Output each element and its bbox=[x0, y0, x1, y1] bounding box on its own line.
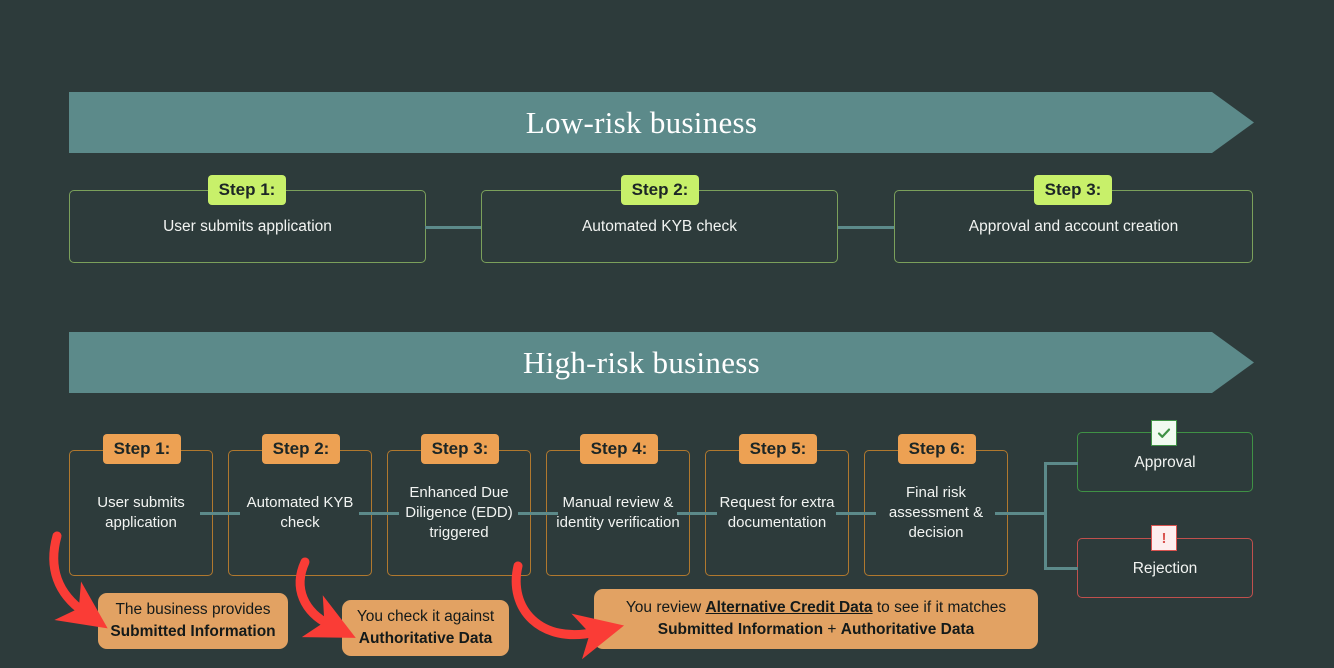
lowrisk-step-1-label: User submits application bbox=[163, 218, 332, 235]
callout-alternative-credit-data: You review Alternative Credit Data to se… bbox=[594, 589, 1038, 649]
lowrisk-step-1-badge: Step 1: bbox=[208, 175, 286, 205]
callout-3-post: to see if it matches bbox=[872, 599, 1007, 616]
banner-title-low-risk: Low-risk business bbox=[525, 104, 758, 140]
callout-3-pre: You review bbox=[625, 599, 706, 616]
callout-3-bold-b: Authoritative Data bbox=[840, 621, 975, 638]
callout-3-emphasis: Alternative Credit Data bbox=[705, 599, 873, 616]
arrow-to-alternative-credit-data bbox=[511, 561, 625, 660]
connector-branch-vertical bbox=[1044, 462, 1047, 570]
connector-high-6-branch bbox=[995, 512, 1047, 515]
callout-3-bold-a: Submitted Information bbox=[657, 621, 824, 638]
connector-high-4-5 bbox=[677, 512, 717, 515]
callout-3-line-2: Submitted Information + Authoritative Da… bbox=[658, 619, 975, 641]
highrisk-step-4-box[interactable]: Manual review & identity verification bbox=[546, 450, 690, 576]
banner-title-high-risk: High-risk business bbox=[522, 344, 761, 380]
connector-low-2-3 bbox=[838, 226, 894, 229]
highrisk-step-3-box[interactable]: Enhanced Due Diligence (EDD) triggered bbox=[387, 450, 531, 576]
callout-1-line-2-bold: Submitted Information bbox=[110, 623, 276, 640]
connector-branch-approval bbox=[1044, 462, 1078, 465]
highrisk-step-2-box[interactable]: Automated KYB check bbox=[228, 450, 372, 576]
highrisk-step-1-label: User submits application bbox=[97, 494, 185, 531]
highrisk-step-4-badge: Step 4: bbox=[580, 434, 658, 464]
highrisk-step-6-box[interactable]: Final risk assessment & decision bbox=[864, 450, 1008, 576]
banner-low-risk: Low-risk business bbox=[69, 92, 1254, 153]
highrisk-step-5-box[interactable]: Request for extra documentation bbox=[705, 450, 849, 576]
callout-authoritative-data: You check it against Authoritative Data bbox=[342, 600, 509, 656]
highrisk-step-6-label: Final risk assessment & decision bbox=[888, 484, 984, 541]
alert-icon: ! bbox=[1151, 525, 1177, 551]
highrisk-step-2-label: Automated KYB check bbox=[246, 494, 354, 531]
lowrisk-step-3-badge: Step 3: bbox=[1034, 175, 1112, 205]
callout-2-line-2-bold: Authoritative Data bbox=[358, 630, 493, 647]
callout-1-line-2: Submitted Information bbox=[110, 621, 275, 643]
highrisk-step-1-box[interactable]: User submits application bbox=[69, 450, 213, 576]
highrisk-step-1-badge: Step 1: bbox=[103, 434, 181, 464]
highrisk-step-3-label: Enhanced Due Diligence (EDD) triggered bbox=[405, 484, 513, 541]
lowrisk-step-2-badge: Step 2: bbox=[621, 175, 699, 205]
outcome-approval-label: Approval bbox=[1134, 453, 1196, 471]
connector-low-1-2 bbox=[425, 226, 481, 229]
connector-high-3-4 bbox=[518, 512, 558, 515]
outcome-rejection-label: Rejection bbox=[1132, 559, 1198, 577]
highrisk-step-6-badge: Step 6: bbox=[898, 434, 976, 464]
highrisk-step-2-badge: Step 2: bbox=[262, 434, 340, 464]
callout-submitted-information: The business provides Submitted Informat… bbox=[98, 593, 288, 649]
callout-2-line-1: You check it against bbox=[356, 608, 495, 625]
callout-3-line-1: You review Alternative Credit Data to se… bbox=[626, 597, 1006, 619]
callout-3-plus: + bbox=[823, 621, 841, 638]
connector-branch-rejection bbox=[1044, 567, 1078, 570]
connector-high-5-6 bbox=[836, 512, 876, 515]
lowrisk-step-2-label: Automated KYB check bbox=[581, 218, 738, 235]
lowrisk-step-3-label: Approval and account creation bbox=[968, 218, 1179, 235]
highrisk-step-3-badge: Step 3: bbox=[421, 434, 499, 464]
check-icon-glyph bbox=[1157, 428, 1171, 438]
connector-high-2-3 bbox=[359, 512, 399, 515]
highrisk-step-4-label: Manual review & identity verification bbox=[556, 494, 680, 531]
callout-1-line-1: The business provides bbox=[115, 601, 271, 618]
check-icon bbox=[1151, 420, 1177, 446]
highrisk-step-5-label: Request for extra documentation bbox=[719, 494, 835, 531]
highrisk-step-5-badge: Step 5: bbox=[739, 434, 817, 464]
banner-high-risk: High-risk business bbox=[69, 332, 1254, 393]
connector-high-1-2 bbox=[200, 512, 240, 515]
callout-2-line-2: Authoritative Data bbox=[359, 628, 493, 650]
